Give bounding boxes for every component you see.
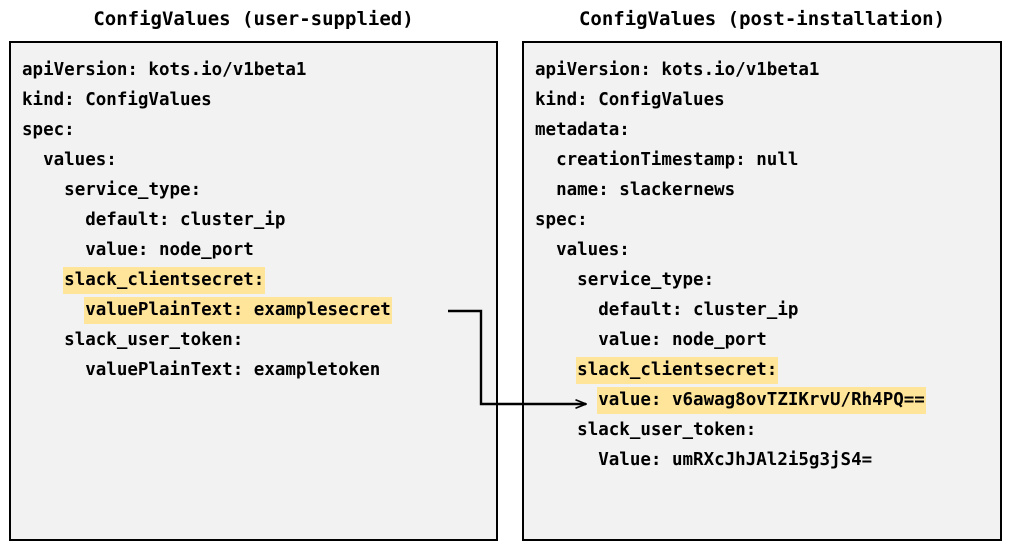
code-line: slack_user_token: <box>535 415 994 445</box>
code-line: value: v6awag8ovTZIKrvU/Rh4PQ== <box>535 385 994 415</box>
code-indent <box>22 360 85 380</box>
code-line: value: node_port <box>22 235 490 265</box>
right-panel-code-block: apiVersion: kots.io/v1beta1 kind: ConfigV… <box>535 55 994 475</box>
code-indent <box>535 300 598 320</box>
code-indent <box>22 330 64 350</box>
code-text: service_type: <box>64 180 202 200</box>
code-indent <box>535 390 598 410</box>
code-text: apiVersion: kots.io/v1beta1 <box>535 60 820 80</box>
code-indent <box>535 150 556 170</box>
code-indent <box>22 240 85 260</box>
code-indent <box>535 450 598 470</box>
code-line: slack_clientsecret: <box>22 265 490 295</box>
code-line: name: slackernews <box>535 175 994 205</box>
code-text: values: <box>43 150 117 170</box>
code-text: creationTimestamp: null <box>556 150 799 170</box>
code-line: spec: <box>22 115 490 145</box>
code-line: values: <box>535 235 994 265</box>
code-text: metadata: <box>535 120 630 140</box>
left-panel-title: ConfigValues (user-supplied) <box>93 8 414 30</box>
code-text: value: node_port <box>598 330 767 350</box>
code-line: default: cluster_ip <box>535 295 994 325</box>
code-text: default: cluster_ip <box>85 210 286 230</box>
code-text: valuePlainText: exampletoken <box>85 360 381 380</box>
code-line: valuePlainText: examplesecret <box>22 295 490 325</box>
right-panel-title: ConfigValues (post-installation) <box>578 8 946 30</box>
code-text: name: slackernews <box>556 180 736 200</box>
code-text: kind: ConfigValues <box>535 90 725 110</box>
code-text: slack_clientsecret: <box>64 268 265 293</box>
code-text: value: v6awag8ovTZIKrvU/Rh4PQ== <box>598 388 925 413</box>
code-line: kind: ConfigValues <box>22 85 490 115</box>
code-line: slack_user_token: <box>22 325 490 355</box>
code-text: values: <box>556 240 630 260</box>
code-text: default: cluster_ip <box>598 300 799 320</box>
code-line: default: cluster_ip <box>22 205 490 235</box>
code-line: service_type: <box>22 175 490 205</box>
code-line: value: node_port <box>535 325 994 355</box>
left-panel-configvalues-user-supplied: apiVersion: kots.io/v1beta1 kind: ConfigV… <box>9 41 498 541</box>
code-text: spec: <box>22 120 75 140</box>
code-line: kind: ConfigValues <box>535 85 994 115</box>
right-panel-configvalues-post-installation: apiVersion: kots.io/v1beta1 kind: ConfigV… <box>522 41 1002 541</box>
code-text: service_type: <box>577 270 715 290</box>
left-panel-code-block: apiVersion: kots.io/v1beta1 kind: ConfigV… <box>22 55 490 385</box>
code-line: apiVersion: kots.io/v1beta1 <box>535 55 994 85</box>
code-text: kind: ConfigValues <box>22 90 212 110</box>
code-indent <box>535 270 577 290</box>
code-text: slack_user_token: <box>64 330 244 350</box>
code-line: spec: <box>535 205 994 235</box>
code-indent <box>535 330 598 350</box>
code-line: creationTimestamp: null <box>535 145 994 175</box>
code-text: value: node_port <box>85 240 254 260</box>
code-line: service_type: <box>535 265 994 295</box>
code-indent <box>535 360 577 380</box>
code-indent <box>22 270 64 290</box>
code-line: metadata: <box>535 115 994 145</box>
code-indent <box>22 300 85 320</box>
code-text: slack_user_token: <box>577 420 757 440</box>
code-indent <box>535 240 556 260</box>
code-line: apiVersion: kots.io/v1beta1 <box>22 55 490 85</box>
code-indent <box>22 210 85 230</box>
code-line: slack_clientsecret: <box>535 355 994 385</box>
code-text: apiVersion: kots.io/v1beta1 <box>22 60 307 80</box>
code-text: slack_clientsecret: <box>577 358 778 383</box>
code-indent <box>22 150 43 170</box>
code-line: values: <box>22 145 490 175</box>
code-line: Value: umRXcJhJAl2i5g3jS4= <box>535 445 994 475</box>
code-text: valuePlainText: examplesecret <box>85 298 391 323</box>
code-indent <box>535 180 556 200</box>
code-text: Value: umRXcJhJAl2i5g3jS4= <box>598 450 873 470</box>
code-indent <box>22 180 64 200</box>
code-text: spec: <box>535 210 588 230</box>
code-indent <box>535 420 577 440</box>
code-line: valuePlainText: exampletoken <box>22 355 490 385</box>
